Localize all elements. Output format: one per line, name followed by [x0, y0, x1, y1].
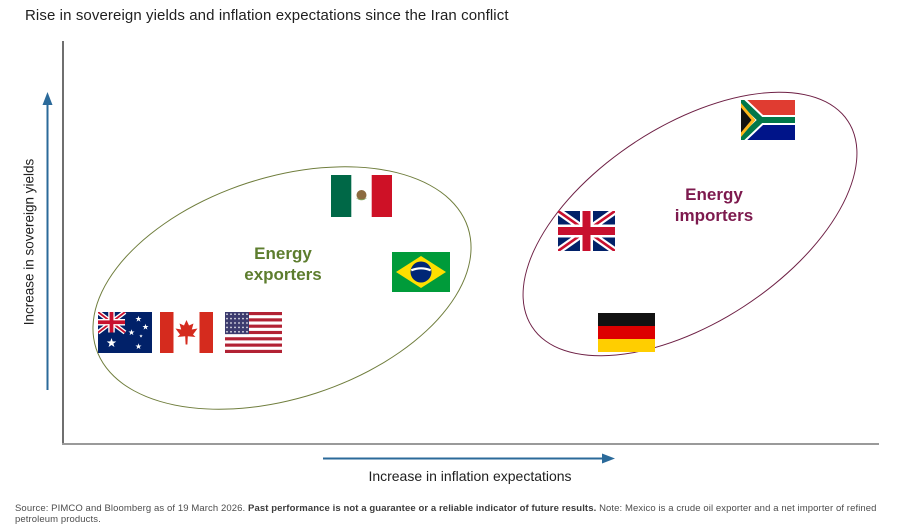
- flag-germany-icon: [598, 313, 655, 352]
- x-axis-line: [62, 443, 879, 445]
- x-axis-arrow-icon: [323, 453, 615, 464]
- flag-canada-icon: [160, 312, 213, 353]
- flag-uk-icon: [558, 211, 615, 251]
- y-axis-label: Increase in sovereign yields: [21, 158, 37, 326]
- note-text: Note: Mexico is a crude oil exporter and…: [15, 503, 877, 525]
- flag-mexico-icon: [331, 175, 392, 217]
- source-footnote: Source: PIMCO and Bloomberg as of 19 Mar…: [15, 503, 890, 525]
- chart-title: Rise in sovereign yields and inflation e…: [25, 7, 509, 24]
- energy-importers-label-line1: Energy: [685, 184, 743, 204]
- flag-australia-icon: [98, 312, 152, 353]
- flag-usa-icon: [225, 312, 282, 353]
- energy-importers-label: Energy importers: [675, 184, 753, 227]
- disclaimer-text: Past performance is not a guarantee or a…: [248, 503, 597, 514]
- energy-exporters-label-line1: Energy: [254, 243, 312, 263]
- source-text: Source: PIMCO and Bloomberg as of 19 Mar…: [15, 503, 249, 514]
- flag-brazil-icon: [392, 252, 450, 292]
- energy-importers-label-line2: importers: [674, 206, 754, 225]
- x-axis-label: Increase in inflation expectations: [368, 468, 572, 484]
- energy-exporters-label-line2: exporters: [244, 265, 322, 284]
- energy-exporters-label: Energy exporters: [244, 243, 321, 286]
- flag-south-africa-icon: [741, 100, 795, 140]
- y-axis-arrow-icon: [42, 92, 53, 390]
- y-axis-line: [62, 41, 64, 444]
